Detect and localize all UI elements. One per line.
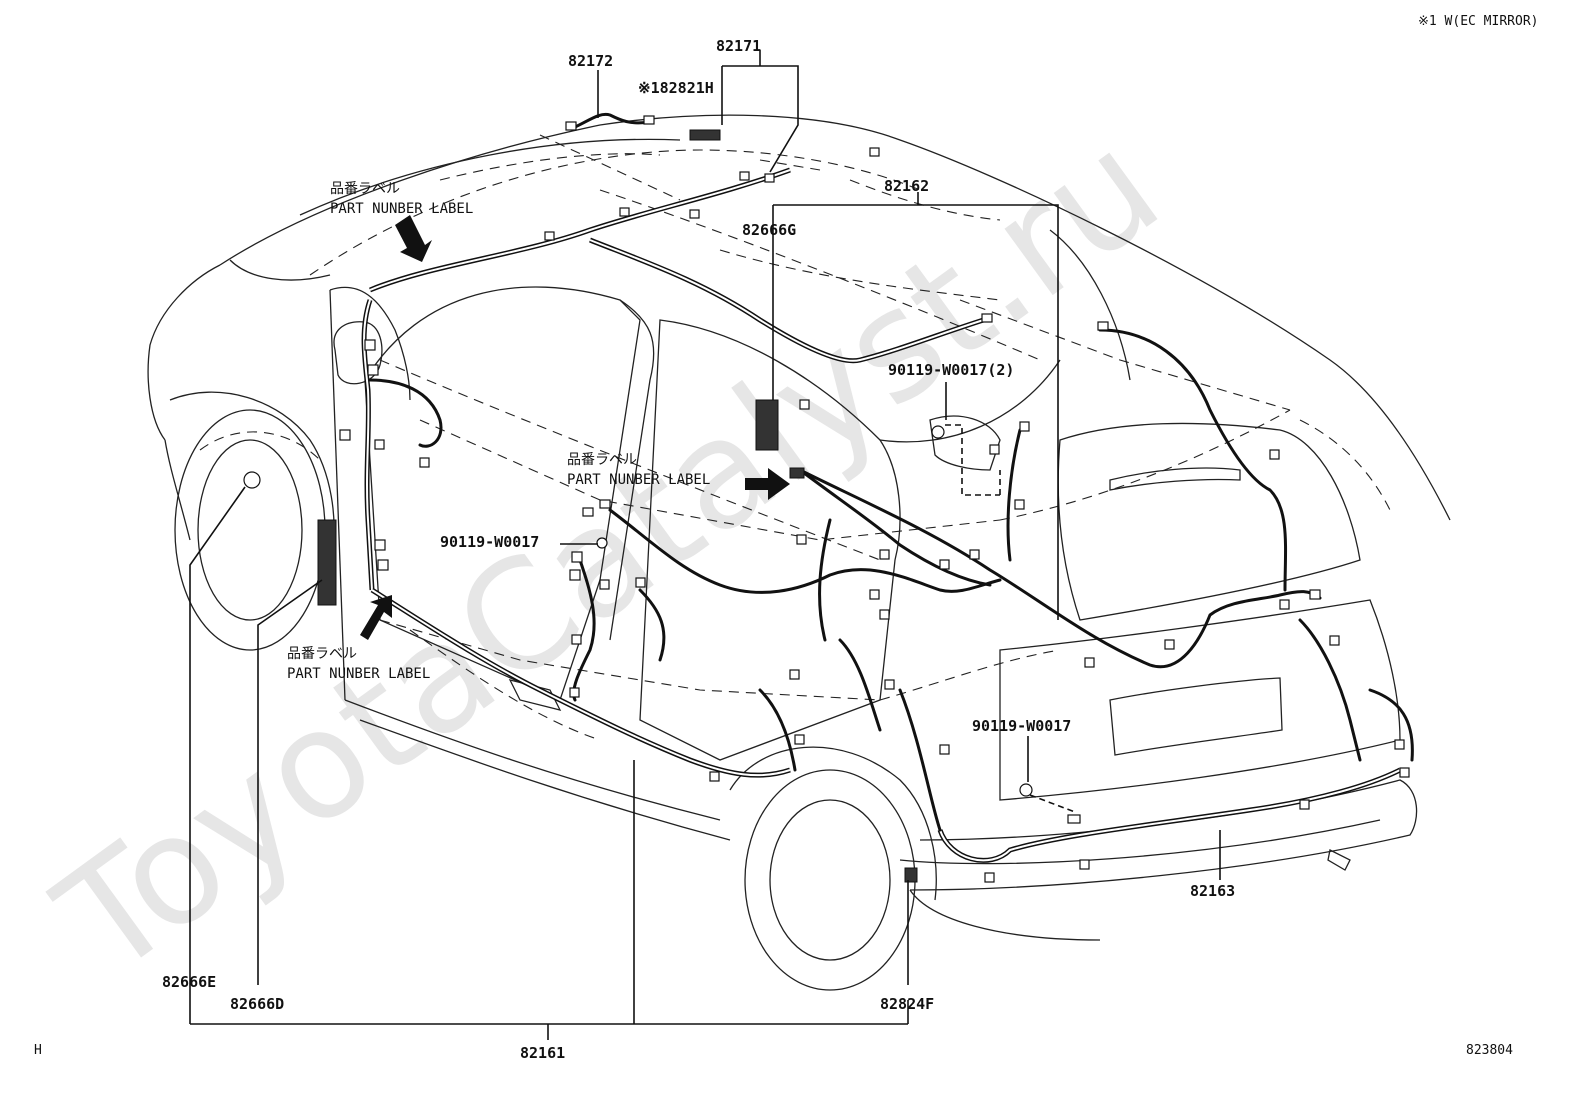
part-label-82161: 82161: [520, 1044, 565, 1062]
corner-code-left: H: [34, 1043, 42, 1058]
part-number-label-jp-center: 品番ラベル: [567, 452, 637, 468]
part-number-label-en-center: PART NUNBER LABEL: [567, 472, 710, 488]
part-label-82172: 82172: [568, 52, 613, 70]
part-label-82666e: 82666E: [162, 973, 216, 991]
part-label-82666d: 82666D: [230, 995, 284, 1013]
leader-lines: [189, 50, 1221, 1040]
part-label-82162: 82162: [884, 177, 929, 195]
part-number-label-jp-bottom: 品番ラベル: [287, 646, 357, 662]
arrow-up-icon: [360, 595, 392, 640]
fastener-brackets: [945, 424, 1076, 813]
part-label-90119-w0017-2: 90119-W0017(2): [888, 361, 1014, 379]
watermark: ToyotaCatalyst.ru: [28, 99, 1190, 1009]
part-number-label-jp-top: 品番ラベル: [330, 181, 400, 197]
part-label-82821h: ※182821H: [638, 79, 714, 97]
part-number-label-en-top: PART NUNBER LABEL: [330, 201, 473, 217]
connectors: [243, 115, 1410, 883]
part-label-82666g: 82666G: [742, 221, 796, 239]
part-label-90119-w0017-center: 90119-W0017: [440, 533, 539, 551]
diagram-number: 823804: [1466, 1043, 1513, 1058]
part-label-82163: 82163: [1190, 882, 1235, 900]
ec-mirror-note: ※1 W(EC MIRROR): [1418, 14, 1538, 29]
part-label-82824f: 82824F: [880, 995, 934, 1013]
wire-harnesses: [361, 112, 1414, 863]
car-body-outline: [147, 114, 1451, 991]
part-number-label-en-bottom: PART NUNBER LABEL: [287, 666, 430, 682]
label-arrows: [360, 215, 790, 640]
part-label-90119-w0017-rear: 90119-W0017: [972, 717, 1071, 735]
arrow-down-icon: [395, 215, 432, 262]
arrow-right-icon: [745, 468, 790, 500]
part-label-82171: 82171: [716, 37, 761, 55]
